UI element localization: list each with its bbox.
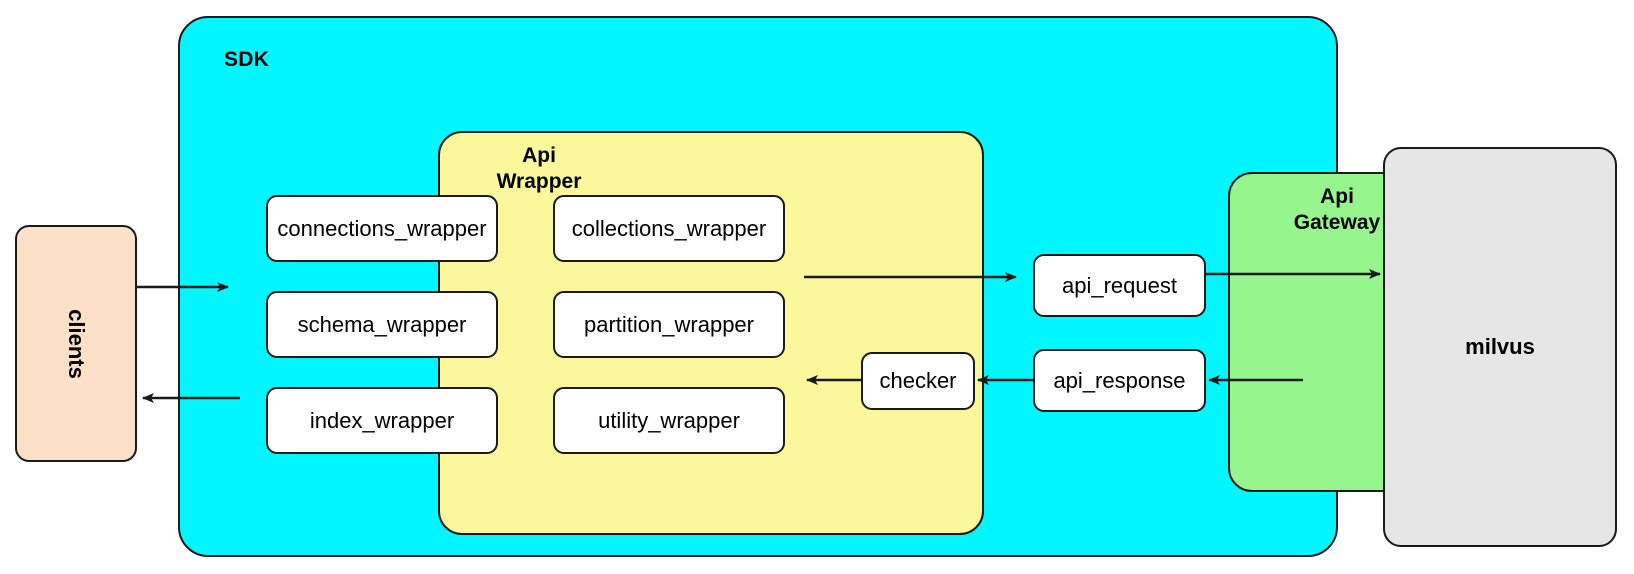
box-api-request[interactable]: api_request <box>1033 254 1206 317</box>
api-wrapper-label: Api Wrapper <box>464 143 614 194</box>
box-index-wrapper[interactable]: index_wrapper <box>266 387 498 454</box>
box-api-response[interactable]: api_response <box>1033 349 1206 412</box>
box-schema-wrapper[interactable]: schema_wrapper <box>266 291 498 358</box>
api-wrapper-label-line2: Wrapper <box>496 169 582 193</box>
sdk-label: SDK <box>224 48 269 71</box>
box-utility-wrapper[interactable]: utility_wrapper <box>553 387 785 454</box>
box-connections-wrapper[interactable]: connections_wrapper <box>266 195 498 262</box>
api-gateway-label: Api Gateway <box>1242 184 1432 235</box>
api-wrapper-label-line1: Api <box>522 144 556 167</box>
box-partition-wrapper[interactable]: partition_wrapper <box>553 291 785 358</box>
box-clients[interactable]: clients <box>15 225 137 462</box>
box-collections-wrapper[interactable]: collections_wrapper <box>553 195 785 262</box>
box-checker[interactable]: checker <box>861 352 975 410</box>
clients-label: clients <box>63 308 89 379</box>
milvus-label: milvus <box>1465 334 1535 359</box>
api-gateway-label-line1: Api <box>1320 185 1354 208</box>
api-gateway-label-line2: Gateway <box>1293 210 1381 234</box>
box-milvus[interactable]: milvus <box>1383 147 1617 547</box>
